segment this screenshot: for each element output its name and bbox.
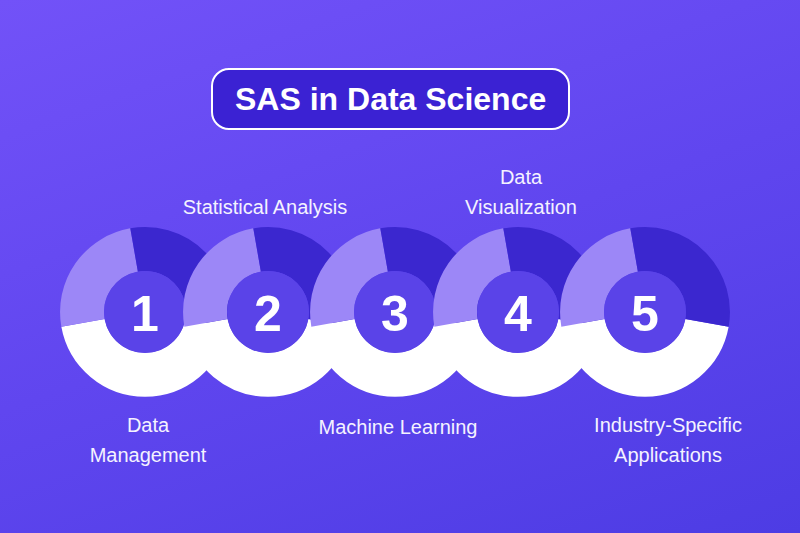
step-label: Data Management: [83, 410, 213, 470]
step-label: Machine Learning: [283, 412, 513, 442]
chain-circle: 5Industry-Specific Applications: [603, 270, 687, 354]
step-label: Data Visualization: [461, 162, 581, 222]
chain-ring: [582, 249, 708, 375]
step-number: 2: [254, 289, 282, 339]
chain-circle: 2Statistical Analysis: [226, 270, 310, 354]
step-number: 5: [631, 289, 659, 339]
step-label: Statistical Analysis: [135, 192, 395, 222]
step-label: Industry-Specific Applications: [568, 410, 768, 470]
chain-circle: 1Data Management: [103, 270, 187, 354]
step-number: 4: [504, 289, 532, 339]
chain-circle: 3Machine Learning: [353, 270, 437, 354]
title-box: SAS in Data Science: [211, 68, 570, 130]
chain-circle: 4Data Visualization: [476, 270, 560, 354]
step-number: 3: [381, 289, 409, 339]
step-number: 1: [131, 289, 159, 339]
